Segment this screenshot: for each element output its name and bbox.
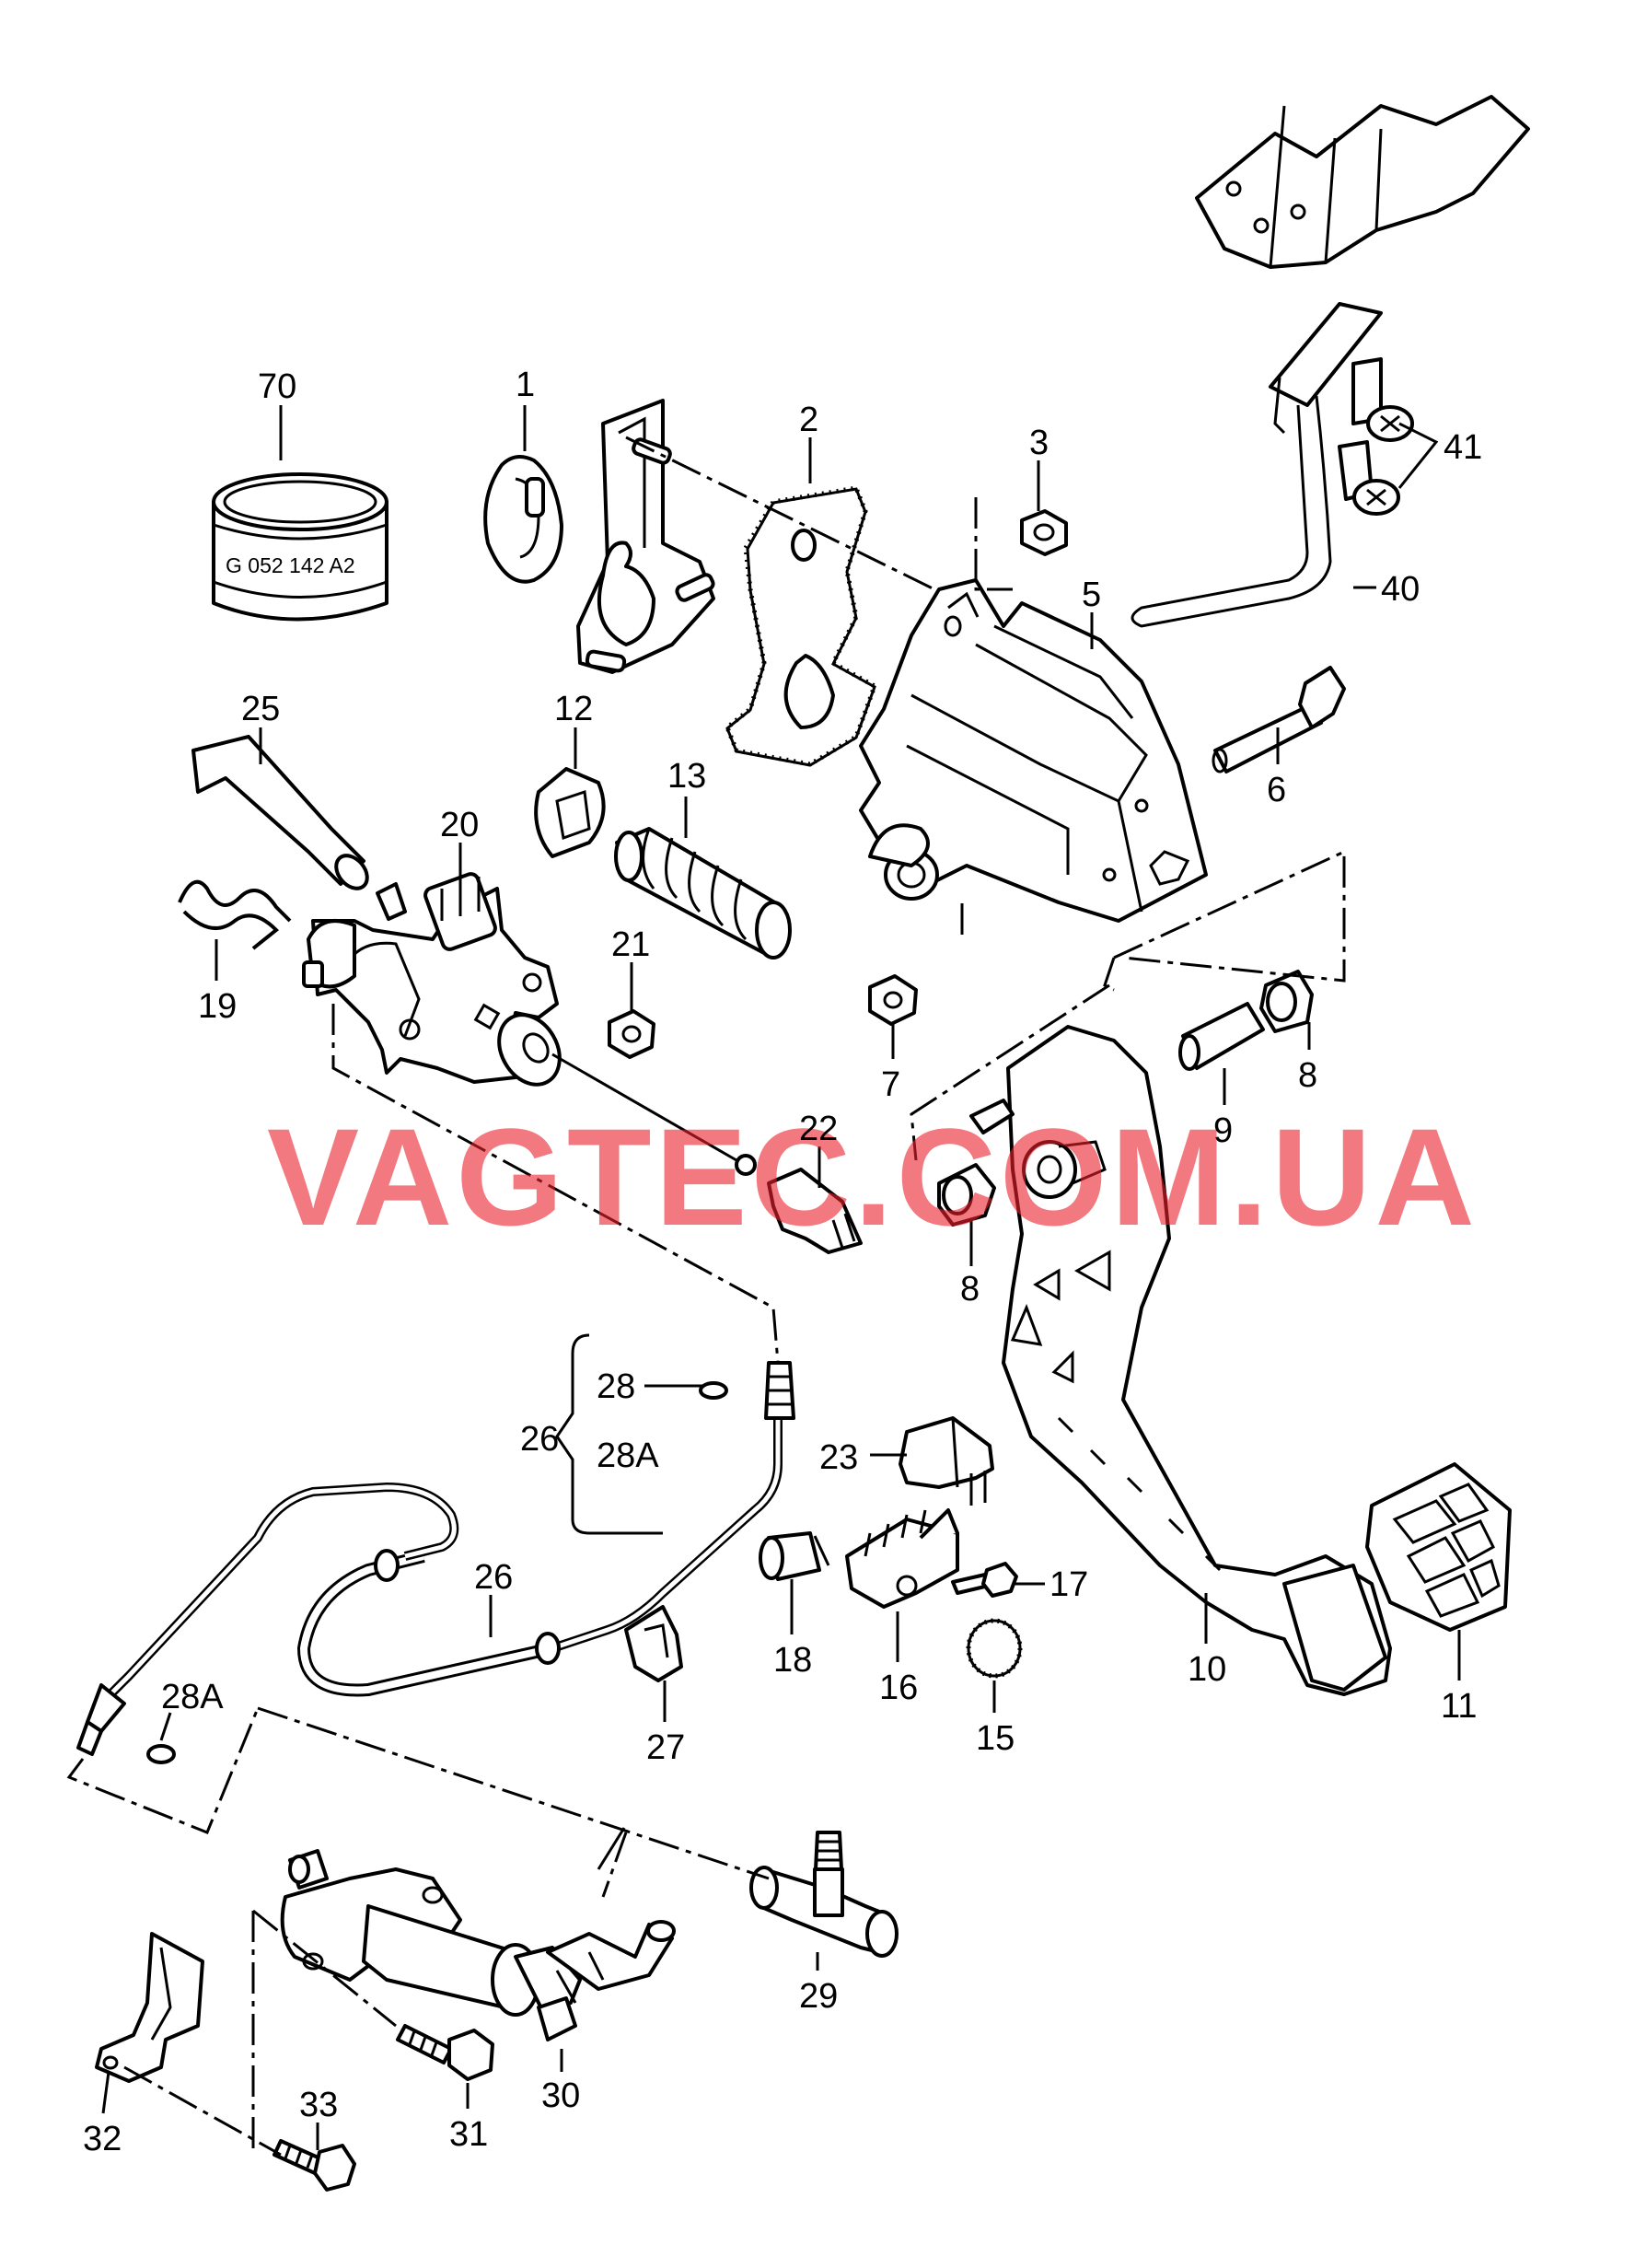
part-31-bolt: [396, 2024, 494, 2081]
bracket-plate: [576, 399, 715, 674]
callout-28A-lower: 28A: [161, 1678, 224, 1716]
callout-13: 13: [667, 757, 706, 796]
part-22-switch: [767, 1168, 863, 1254]
callout-9: 9: [1213, 1111, 1233, 1150]
callout-19: 19: [198, 987, 237, 1026]
callout-5: 5: [1082, 576, 1101, 614]
callout-12: 12: [554, 690, 593, 728]
part-16-sensor: [845, 1508, 959, 1609]
part-41-bolts: [1338, 357, 1414, 516]
callout-31: 31: [449, 2115, 488, 2154]
part-12-bushing: [534, 767, 606, 858]
callout-17: 17: [1049, 1565, 1088, 1604]
part-10-clutch-pedal: [969, 1025, 1392, 1696]
part-19-clip: [178, 879, 292, 950]
callout-3: 3: [1029, 424, 1049, 462]
callout-8-lower: 8: [960, 1270, 980, 1308]
callout-2: 2: [799, 401, 818, 439]
callout-33: 33: [299, 2086, 338, 2124]
callout-6: 6: [1267, 771, 1286, 809]
assembly-lines: [66, 436, 1346, 2157]
part-1-clip: [483, 455, 563, 584]
part-9-sleeve: [1178, 1002, 1265, 1071]
callout-32: 32: [83, 2120, 122, 2158]
callout-23: 23: [819, 1438, 858, 1477]
watermark-text: VAGTEC.COM.UA: [267, 1099, 1478, 1254]
callout-18: 18: [773, 1641, 812, 1680]
callout-28A-upper: 28A: [597, 1436, 659, 1475]
part-26-hose-lower: [76, 1482, 561, 1764]
part-8-bushing-lower: [937, 1163, 996, 1227]
part-8-bushing-upper: [1259, 970, 1314, 1033]
callout-40: 40: [1381, 570, 1420, 609]
callout-21: 21: [611, 925, 650, 964]
leader-lines: [101, 405, 1461, 2150]
part-17-screw: [951, 1562, 1018, 1598]
part-20-master-cylinder: [302, 872, 757, 1176]
part-40-pushrod-and-mount: [1131, 95, 1530, 628]
part-3-nut: [1020, 509, 1068, 556]
part-18-plug: [759, 1531, 830, 1581]
part-29-bleed-tee: [749, 1831, 899, 1958]
callout-15: 15: [976, 1719, 1015, 1758]
part-25-hose: [191, 735, 369, 890]
callout-11: 11: [1441, 1687, 1477, 1726]
part-30-slave-cylinder: [280, 1827, 676, 2041]
callout-25: 25: [241, 690, 280, 728]
part-15-cap: [966, 1618, 1023, 1679]
part-23-clip: [899, 1416, 994, 1506]
callout-70: 70: [258, 367, 296, 406]
callout-20: 20: [440, 806, 479, 844]
callout-7: 7: [881, 1065, 900, 1104]
callout-29: 29: [799, 1977, 838, 2016]
callout-30: 30: [541, 2076, 580, 2115]
callout-1: 1: [516, 366, 535, 404]
callout-22: 22: [799, 1110, 838, 1148]
callout-16: 16: [879, 1669, 918, 1707]
part-70-stamp: G 052 142 A2: [226, 553, 355, 577]
part-11-pedal-pad: [1365, 1462, 1512, 1632]
part-70-sleeve: G 052 142 A2: [212, 472, 388, 622]
callout-28: 28: [597, 1367, 635, 1406]
part-26-pipe-upper: [551, 1361, 795, 1653]
part-32-bracket: [95, 1932, 204, 2083]
part-33-bolt: [272, 2139, 356, 2192]
callout-26-lower: 26: [474, 1558, 513, 1597]
callout-27: 27: [646, 1728, 685, 1767]
callout-8-upper: 8: [1298, 1056, 1317, 1095]
part-21-nut: [608, 1009, 655, 1059]
part-7-nut: [868, 974, 918, 1026]
part-13-spring: [614, 827, 792, 960]
callout-labels: 70 1 2 3 5 41 40 25 12 13 20 6 19 21 7 8…: [83, 366, 1482, 2158]
callout-26-upper: 26: [520, 1420, 559, 1459]
part-6-bolt: [1212, 666, 1346, 773]
part-2-gasket: [725, 485, 877, 767]
part-5-pedal-bracket: [859, 578, 1208, 923]
callout-41: 41: [1444, 428, 1482, 467]
part-27-clip: [624, 1605, 683, 1682]
callout-10: 10: [1188, 1650, 1226, 1689]
